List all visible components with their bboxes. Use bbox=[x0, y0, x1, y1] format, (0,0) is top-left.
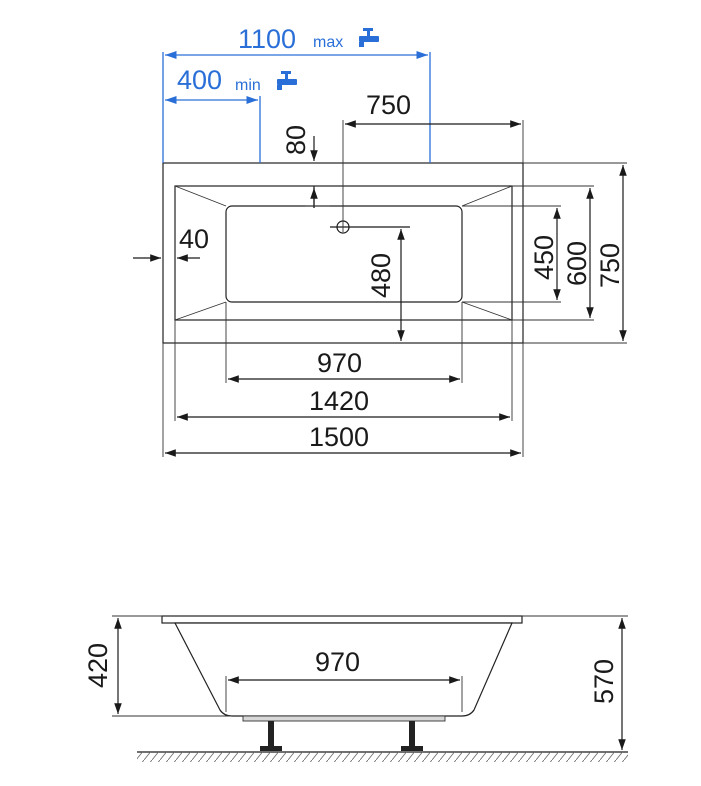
outer-width-value: 750 bbox=[595, 243, 625, 288]
faucet-min-value: 400 bbox=[177, 65, 222, 95]
tub-inner-bottom bbox=[225, 205, 463, 303]
total-height-dimension: 570 bbox=[522, 615, 628, 750]
side-base-plate bbox=[242, 715, 446, 722]
drain-from-rim-value: 80 bbox=[281, 125, 311, 155]
drain-depth-dimension: 480 bbox=[366, 229, 405, 341]
outer-length-value: 1500 bbox=[309, 422, 369, 452]
top-view: 1100 max 400 min bbox=[133, 24, 627, 457]
length-dimensions: 970 1420 1500 bbox=[162, 302, 524, 457]
rim-width-value: 40 bbox=[179, 224, 209, 254]
floor-hatch bbox=[137, 752, 628, 762]
drain-depth-value: 480 bbox=[366, 253, 396, 298]
width-dimensions: 450 600 750 bbox=[462, 162, 627, 344]
inner-length-value: 970 bbox=[317, 348, 362, 378]
faucet-icon bbox=[359, 28, 379, 47]
side-bottom-length-value: 970 bbox=[315, 647, 360, 677]
tub-height-dimension: 420 bbox=[83, 615, 232, 717]
basin-chamfers bbox=[174, 185, 513, 321]
side-view: 970 420 570 bbox=[83, 615, 628, 762]
drain-offset-dimension: 750 bbox=[342, 90, 524, 232]
side-rim bbox=[161, 615, 523, 624]
faucet-max-value: 1100 bbox=[238, 24, 296, 54]
tub-height-value: 420 bbox=[83, 643, 113, 688]
inner-width-value: 450 bbox=[529, 235, 559, 280]
faucet-max-dimension: 1100 max bbox=[162, 24, 431, 163]
faucet-icon bbox=[277, 71, 297, 90]
side-bottom-length-dimension: 970 bbox=[225, 647, 463, 712]
drain-offset-value: 750 bbox=[366, 90, 411, 120]
rim-width-dimension: 40 bbox=[133, 224, 209, 262]
side-tub-body bbox=[174, 622, 513, 717]
total-height-value: 570 bbox=[589, 659, 619, 704]
basin-width-value: 600 bbox=[562, 241, 592, 286]
faucet-min-dimension: 400 min bbox=[165, 65, 297, 163]
faucet-max-suffix: max bbox=[313, 34, 343, 51]
drain-from-rim-dimension: 80 bbox=[281, 125, 330, 208]
faucet-min-suffix: min bbox=[235, 77, 261, 94]
basin-length-value: 1420 bbox=[309, 386, 369, 416]
tub-legs bbox=[260, 721, 423, 751]
